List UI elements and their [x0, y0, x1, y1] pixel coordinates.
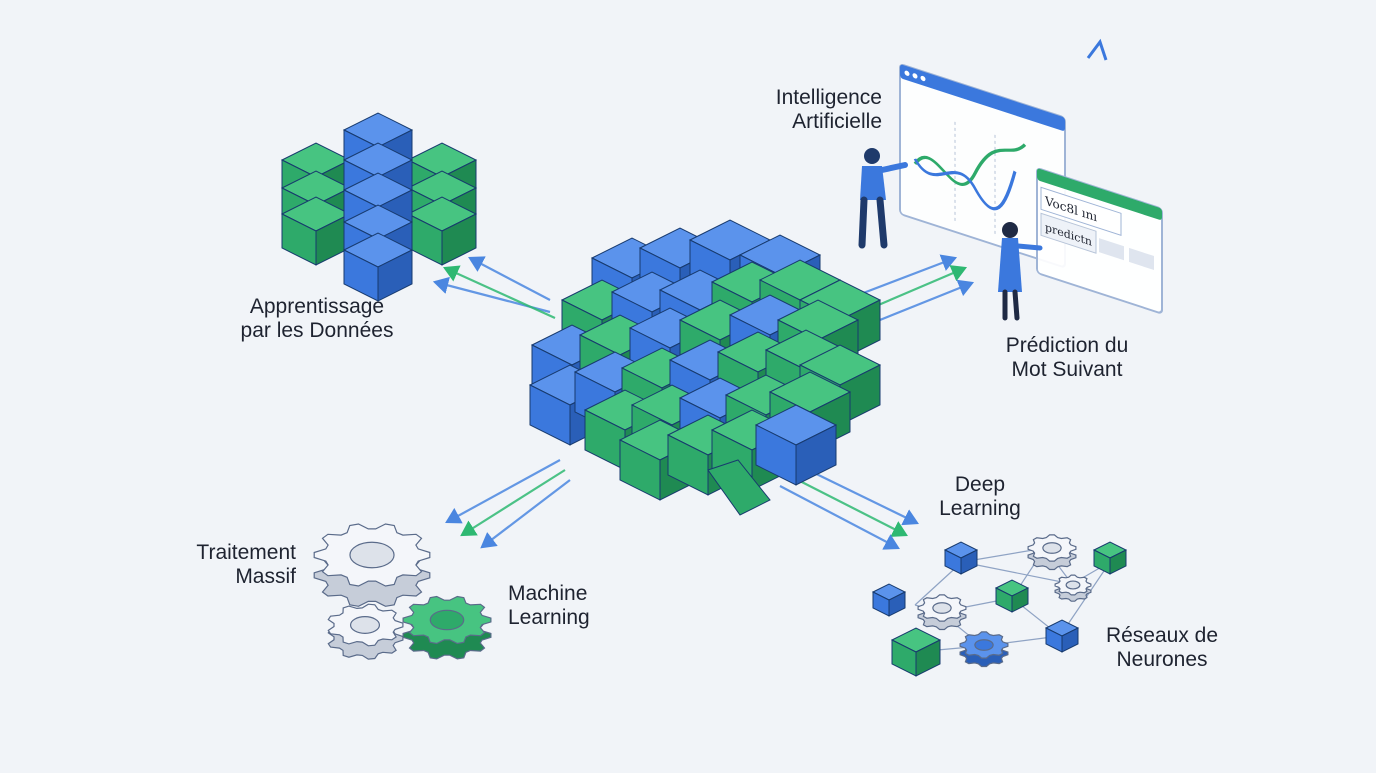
gears-icon [313, 523, 492, 660]
brain-stem [707, 459, 771, 516]
brain-icon [528, 219, 882, 516]
neural-network-icon [871, 534, 1128, 677]
arrow [799, 465, 919, 526]
gear-green [402, 595, 492, 660]
arrow [442, 265, 556, 320]
network-gear [917, 594, 967, 631]
label-massive-processing: Traitement Massif [196, 541, 296, 588]
network-edge [961, 561, 1073, 587]
arrow [789, 475, 908, 537]
label-next-word-prediction: Prédiction du Mot Suivant [1005, 334, 1129, 381]
arrow [445, 459, 561, 524]
label-neural-networks: Réseaux de Neurones [1105, 624, 1219, 671]
network-node [943, 541, 979, 575]
arrow [468, 256, 551, 301]
brain-block [754, 404, 838, 486]
data-server-icon [280, 112, 478, 302]
label-data-learning: Apprentissage par les Données [240, 295, 394, 342]
server-block [342, 232, 414, 302]
network-node [890, 627, 942, 677]
gear-large-gray [313, 523, 431, 607]
gear-small-gray [327, 603, 404, 660]
network-gear [1027, 534, 1077, 571]
arrow [480, 479, 571, 549]
analytics-screen-icon: Voc8l ını predictn [858, 38, 1163, 321]
person-man-icon [858, 148, 908, 249]
network-node [1044, 619, 1080, 653]
label-machine-learning: Machine Learning [508, 582, 590, 629]
server-block [406, 196, 478, 266]
label-artificial-intelligence: Intelligence Artificielle [775, 86, 882, 133]
network-gear [1054, 574, 1092, 602]
network-gear [959, 631, 1009, 668]
arrow [460, 469, 566, 537]
network-node [871, 583, 907, 617]
label-deep-learning: Deep Learning [939, 473, 1021, 520]
network-node [1092, 541, 1128, 575]
arrow [779, 485, 900, 550]
network-node [994, 579, 1030, 613]
person-woman-icon [998, 222, 1043, 321]
server-block [280, 196, 352, 266]
